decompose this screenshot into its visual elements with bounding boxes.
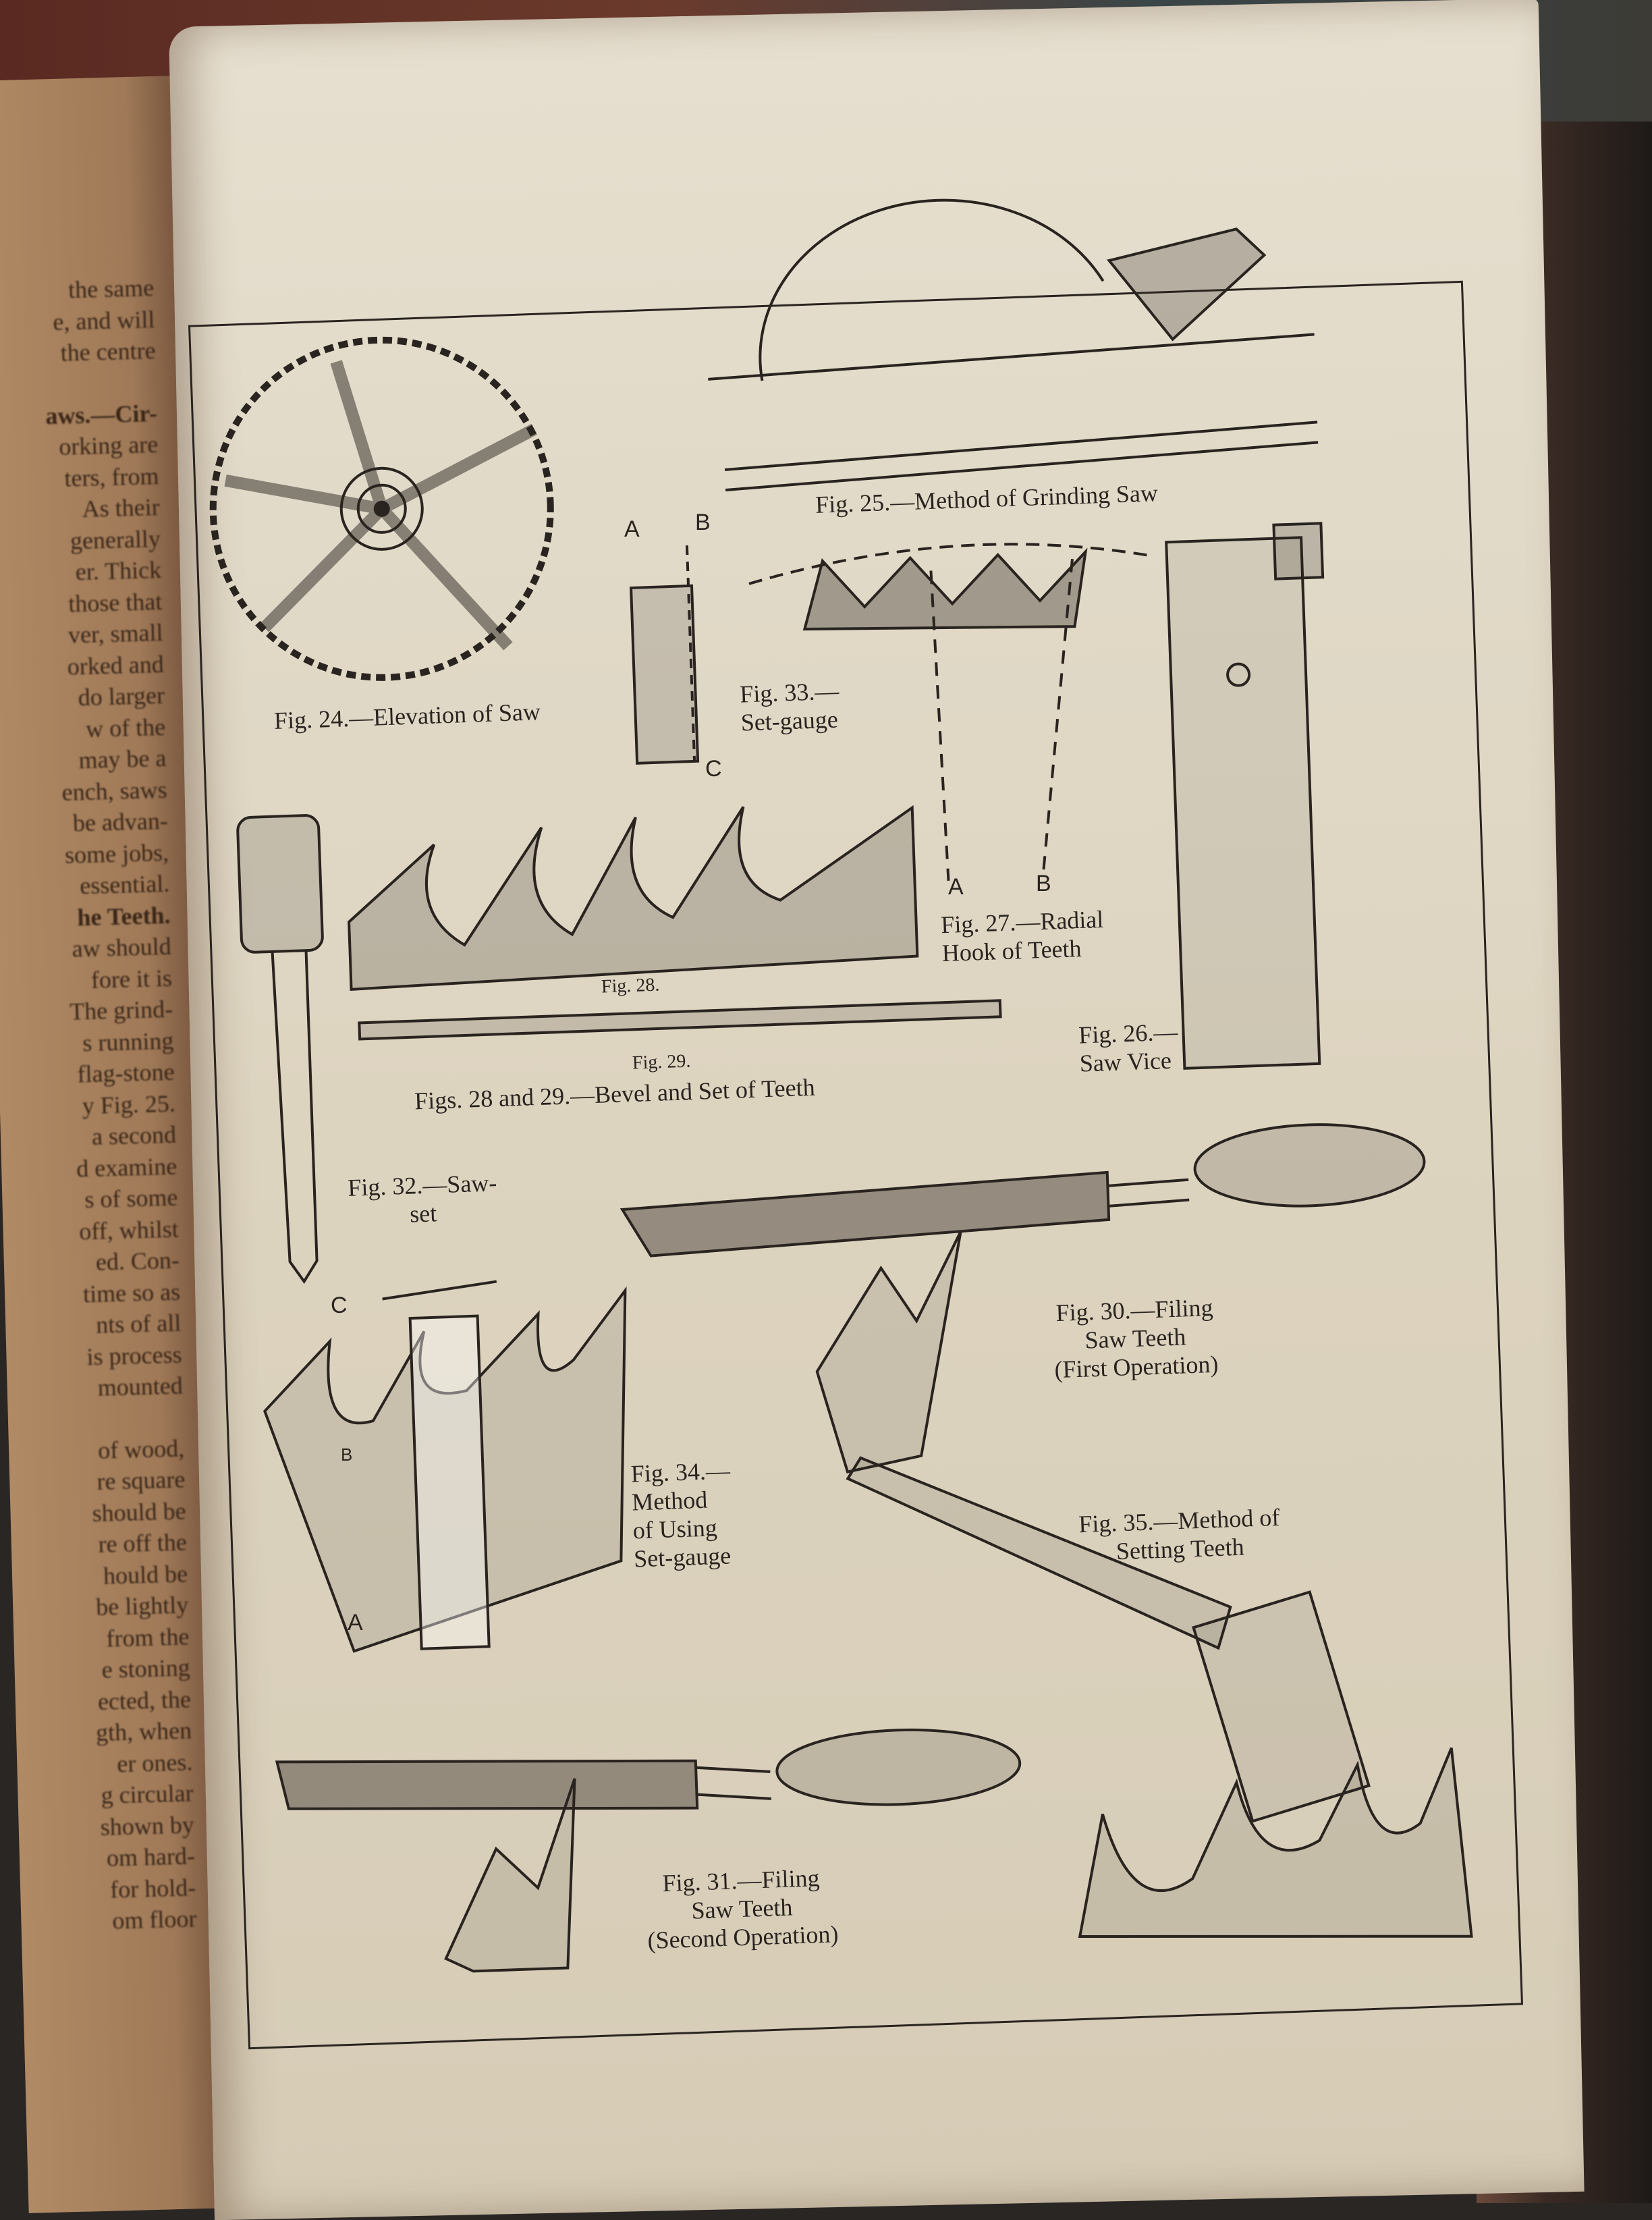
- caption-fig-26: Fig. 26.—Saw Vice: [1078, 1017, 1180, 1077]
- label-c-fig34: C: [331, 1293, 348, 1318]
- caption-line: Fig. 34.—: [630, 1457, 731, 1488]
- caption-line: Fig. 26.—: [1078, 1018, 1178, 1049]
- file-second-op-drawing: [275, 1728, 1022, 1973]
- caption-line: Saw Vice: [1079, 1046, 1172, 1077]
- label-a-fig33: A: [624, 516, 640, 542]
- caption-line: Hook of Teeth: [941, 934, 1082, 967]
- caption-fig-32: Fig. 32.—Saw-set: [348, 1168, 499, 1230]
- caption-line: set: [409, 1199, 437, 1228]
- set-gauge-use-drawing: [263, 1280, 627, 1653]
- caption-line: (First Operation): [1053, 1350, 1219, 1384]
- label-b-fig33: B: [695, 510, 711, 535]
- saw-set-drawing: [236, 814, 324, 1284]
- grinding-saw-drawing: [708, 198, 1319, 492]
- label-a-fig27: A: [948, 874, 964, 900]
- label-a-fig34: A: [348, 1610, 363, 1635]
- set-gauge-drawing: [629, 545, 700, 765]
- circular-saw-drawing: [209, 336, 554, 681]
- label-b-fig27: B: [1036, 871, 1051, 896]
- caption-line: of Using: [632, 1514, 718, 1544]
- caption-fig-33: Fig. 33.—Set-gauge: [740, 676, 841, 736]
- caption-line: Fig. 33.—: [739, 677, 839, 708]
- caption-line: Fig. 32.—Saw-: [347, 1169, 497, 1201]
- caption-fig-28: Fig. 28.: [601, 974, 660, 998]
- saw-teeth-drawing: [348, 805, 1002, 1041]
- caption-line: Method: [631, 1486, 708, 1516]
- caption-line: Set-gauge: [740, 705, 839, 736]
- caption-line: Set-gauge: [633, 1542, 732, 1573]
- caption-fig-29: Fig. 29.: [632, 1050, 691, 1074]
- setting-teeth-drawing: [846, 1456, 1473, 1939]
- label-c-fig33: C: [705, 756, 722, 782]
- radial-hook-drawing: [748, 543, 1154, 881]
- label-b-fig34: B: [341, 1444, 353, 1465]
- file-first-op-drawing: [620, 1123, 1426, 1473]
- saw-vice-drawing: [1165, 522, 1325, 1070]
- caption-line: Fig. 30.—Filing: [1055, 1293, 1214, 1327]
